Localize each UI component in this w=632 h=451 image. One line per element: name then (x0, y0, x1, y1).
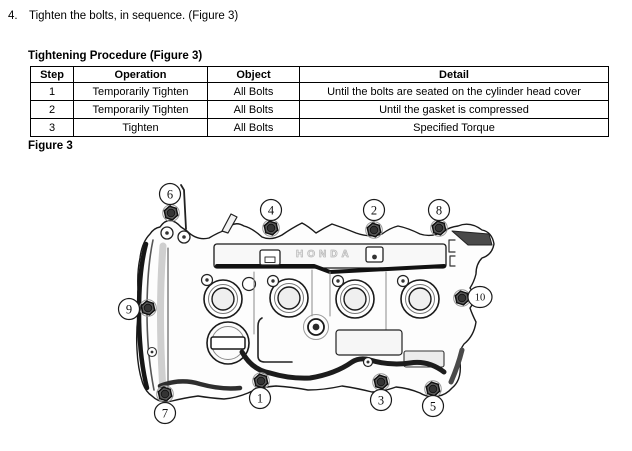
callout-circle (117, 297, 141, 321)
col-header-object: Object (207, 66, 300, 83)
valve-cover-diagram: HONDA (117, 182, 495, 425)
callout-circle (421, 394, 445, 418)
callout-number: 6 (167, 187, 173, 201)
col-header-detail: Detail (299, 66, 609, 83)
instruction-text: Tighten the bolts, in sequence. (Figure … (29, 10, 239, 22)
bolt-callout-9: 9 (117, 297, 157, 321)
bolt-callout-8: 8 (427, 198, 451, 237)
callout-circle (362, 198, 386, 222)
bolt-callout-4: 4 (259, 198, 283, 237)
bolt-callout-10: 10 (453, 285, 493, 309)
callout-circle (427, 198, 451, 222)
table-header-row: Step Operation Object Detail (30, 66, 609, 83)
cell-object: All Bolts (207, 118, 300, 137)
figure-label: Figure 3 (28, 140, 73, 152)
callout-number: 10 (475, 293, 486, 304)
cell-detail: Until the bolts are seated on the cylind… (299, 82, 609, 101)
instruction-number: 4. (8, 10, 18, 22)
callout-circle (369, 388, 393, 412)
cell-step: 2 (30, 100, 74, 119)
figure-3-illustration: HONDA (100, 175, 512, 437)
callout-number: 4 (268, 203, 275, 217)
brand-embossed-text: HONDA (296, 249, 353, 260)
table-row: 1 Temporarily Tighten All Bolts Until th… (30, 82, 609, 101)
col-header-operation: Operation (73, 66, 208, 83)
cell-object: All Bolts (207, 82, 300, 101)
callout-number: 8 (436, 203, 442, 217)
callout-number: 7 (162, 406, 168, 420)
table-row: 2 Temporarily Tighten All Bolts Until th… (30, 100, 609, 119)
callout-number: 3 (378, 393, 384, 407)
callout-circle (158, 182, 182, 206)
cell-operation: Tighten (73, 118, 208, 137)
callout-circle (259, 198, 283, 222)
callout-number: 2 (371, 203, 377, 217)
bolt-callout-2: 2 (362, 198, 386, 239)
bolt-callout-3: 3 (369, 373, 393, 412)
instruction-line: 4. Tighten the bolts, in sequence. (Figur… (8, 9, 238, 23)
cell-object: All Bolts (207, 100, 300, 119)
callout-circle (467, 285, 493, 309)
valve-cover-body: HONDA (135, 184, 495, 403)
callout-circle (248, 386, 272, 410)
table-title: Tightening Procedure (Figure 3) (28, 50, 203, 62)
callout-circle (153, 401, 177, 425)
cell-operation: Temporarily Tighten (73, 100, 208, 119)
bolt-washer (365, 221, 383, 239)
callout-number: 1 (257, 391, 263, 405)
bolt-callout-1: 1 (248, 372, 272, 410)
cell-step: 1 (30, 82, 74, 101)
table-row: 3 Tighten All Bolts Specified Torque (30, 118, 609, 137)
tightening-procedure-table: Step Operation Object Detail 1 Temporari… (30, 66, 609, 137)
bolt-callout-6: 6 (158, 182, 182, 222)
cell-detail: Specified Torque (299, 118, 609, 137)
cell-operation: Temporarily Tighten (73, 82, 208, 101)
cell-detail: Until the gasket is compressed (299, 100, 609, 119)
callout-number: 5 (430, 399, 436, 413)
callout-number: 9 (126, 302, 132, 316)
cell-step: 3 (30, 118, 74, 137)
bolt-callout-7: 7 (153, 385, 177, 425)
col-header-step: Step (30, 66, 74, 83)
bolt-callout-5: 5 (421, 380, 445, 418)
